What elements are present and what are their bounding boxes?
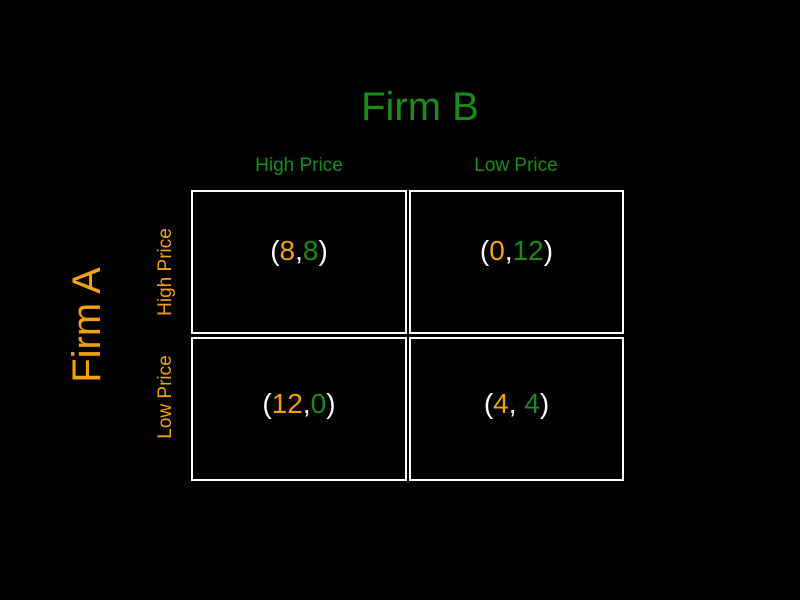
firm-b-payoff: 8 [302,235,319,266]
paren-close: ) [326,388,336,419]
paren-close: ) [539,388,550,419]
paren-close: ) [318,235,328,266]
payoff-cell-high-low: (0,12) [409,190,624,334]
payoff-cell-low-low: (4, 4) [409,337,624,481]
firm-b-payoff: 0 [310,388,327,419]
payoff-separator: , [295,235,303,266]
firm-b-title: Firm B [361,85,479,129]
payoff-cell-high-high: (8,8) [191,190,407,334]
firm-a-payoff: 8 [279,235,296,266]
col-header-high-price: High Price [255,155,343,176]
firm-b-payoff: 12 [512,235,544,266]
firm-a-title: Firm A [65,267,109,383]
payoff-separator: , [302,388,311,419]
payoff-pair: (12,0) [262,388,335,420]
payoff-separator: , [508,388,525,419]
paren-open: ( [270,235,280,266]
row-header-low-price: Low Price [155,355,176,439]
firm-a-payoff: 0 [489,235,505,266]
paren-open: ( [479,235,490,266]
firm-a-payoff: 12 [271,388,303,419]
row-header-high-price: High Price [155,228,176,316]
paren-close: ) [543,235,554,266]
paren-open: ( [262,388,272,419]
payoff-pair: (4, 4) [484,388,549,420]
payoff-separator: , [504,235,513,266]
col-header-low-price: Low Price [474,155,558,176]
paren-open: ( [483,388,494,419]
firm-a-payoff: 4 [493,388,509,419]
payoff-pair: (8,8) [270,235,328,267]
payoff-cell-low-high: (12,0) [191,337,407,481]
payoff-pair: (0,12) [480,235,553,267]
firm-b-payoff: 4 [524,388,540,419]
